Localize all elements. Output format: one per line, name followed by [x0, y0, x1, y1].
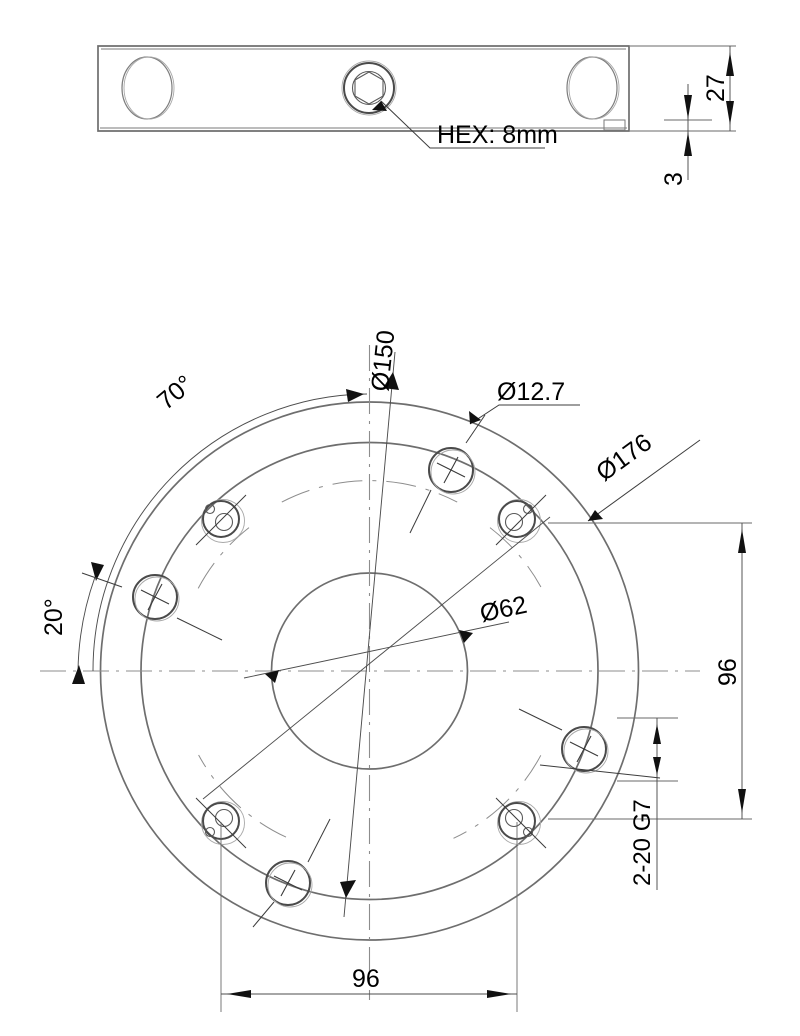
- plain-hole-lower: [265, 860, 313, 908]
- dim-dowel-leader: [539, 764, 661, 779]
- side-body-outline: [97, 45, 630, 132]
- side-step-feature: [603, 119, 626, 131]
- dim-d176-arrowhead: [588, 510, 603, 521]
- bcd-arc-right-upper: [489, 527, 542, 588]
- dim3-arrow-bottom: [684, 132, 692, 156]
- dim-d62-label: Ø62: [477, 591, 529, 628]
- hole-radial-ticks: [176, 414, 563, 928]
- hex-note-arrowhead: [372, 101, 387, 111]
- dim-d150-line: [343, 351, 396, 918]
- dim-angle-20-arc: [77, 576, 96, 672]
- dim-d127: Ø12.7: [469, 378, 580, 425]
- dim-d150-arrow-bottom: [340, 880, 356, 898]
- plain-hole-left: [132, 574, 180, 622]
- dim-h96-arrow-left: [227, 990, 251, 998]
- dim27-arrow-top: [726, 52, 734, 76]
- dim-d150-label: Ø150: [366, 329, 400, 393]
- plan-top-view: Ø150 Ø12.7 Ø176 Ø62 70°: [40, 329, 752, 1012]
- dim-d127-label: Ø12.7: [497, 378, 565, 406]
- side-hex-socket-outer: [343, 62, 395, 114]
- dim-v96-label: 96: [714, 658, 742, 686]
- hex-note-label: HEX: 8mm: [437, 121, 558, 149]
- dim27-arrow-bottom: [726, 101, 734, 125]
- dim-d150: Ø150: [340, 329, 400, 918]
- dim-d150-arrow-top: [383, 372, 399, 390]
- dim-horizontal-96: 96: [220, 822, 518, 1012]
- dim-angle-20-arrow-top: [91, 562, 104, 581]
- dim-d127-leader: [469, 404, 580, 425]
- dim-d62-arrow-left: [265, 670, 279, 683]
- counterbore-hole-lower-right: [495, 797, 547, 849]
- bolt-circle-reference-arcs: [197, 480, 542, 839]
- side-left-bore: [121, 56, 173, 120]
- dim-dowel-2-20-g7: 2-20 G7: [539, 717, 678, 890]
- dim-vertical-96: 96: [548, 522, 752, 820]
- side-left-bore-inner: [123, 56, 175, 120]
- dim-dowel-label: 2-20 G7: [629, 799, 656, 886]
- dim-dowel-arrow-bottom: [653, 757, 661, 775]
- dim3-arrow-top: [684, 95, 692, 119]
- counterbore-hole-upper-left: [195, 494, 247, 546]
- dim-v96-arrow-bottom: [738, 789, 746, 813]
- side-hex-socket-chamfer: [341, 60, 397, 116]
- side-right-bore: [566, 56, 618, 120]
- dim-d62-line: [202, 516, 551, 800]
- side-elevation-view: HEX: 8mm 27 3: [97, 45, 736, 186]
- dim-angle-70-arc: [92, 393, 368, 672]
- bcd-arc-left-upper: [197, 527, 250, 589]
- dim-h96-label: 96: [352, 965, 380, 993]
- side-hex-socket-bore: [351, 70, 387, 106]
- side-right-bore-inner: [568, 56, 620, 120]
- dim-v96-arrow-top: [738, 529, 746, 553]
- plain-hole-upper-right: [428, 447, 476, 495]
- dim-d62-leader-short: [243, 621, 510, 679]
- dim-d62-arrow-right: [459, 630, 473, 643]
- plain-hole-right: [561, 726, 609, 774]
- dim-angle-20: 20°: [40, 562, 123, 684]
- dim-angle-70-label: 70°: [152, 370, 199, 416]
- dim27-label: 27: [702, 74, 730, 102]
- dim-d176-leader: [587, 439, 701, 522]
- side-hex-socket-hexagon: [354, 71, 384, 105]
- dim-angle-20-arrow-bottom: [72, 665, 85, 684]
- dim-angle-70: 70°: [92, 370, 368, 672]
- hex-note-leader: [380, 100, 545, 149]
- dim-d127-arrowhead: [469, 411, 481, 424]
- bcd-arc-right-lower: [453, 755, 542, 839]
- bcd-arc-top: [281, 480, 458, 503]
- dim-angle-20-tick: [81, 572, 123, 588]
- plain-hole-group: [132, 447, 609, 908]
- dim-angle-70-arrow: [346, 389, 364, 402]
- dim-dowel-arrow-top: [653, 724, 661, 744]
- counterbore-hole-upper-right: [495, 494, 547, 546]
- dim-angle-20-label: 20°: [40, 598, 68, 636]
- dim-h96-arrow-right: [487, 990, 511, 998]
- dim-d176: Ø176: [587, 428, 701, 522]
- bcd-arc-left-lower: [198, 754, 287, 838]
- dim3-label: 3: [660, 172, 688, 186]
